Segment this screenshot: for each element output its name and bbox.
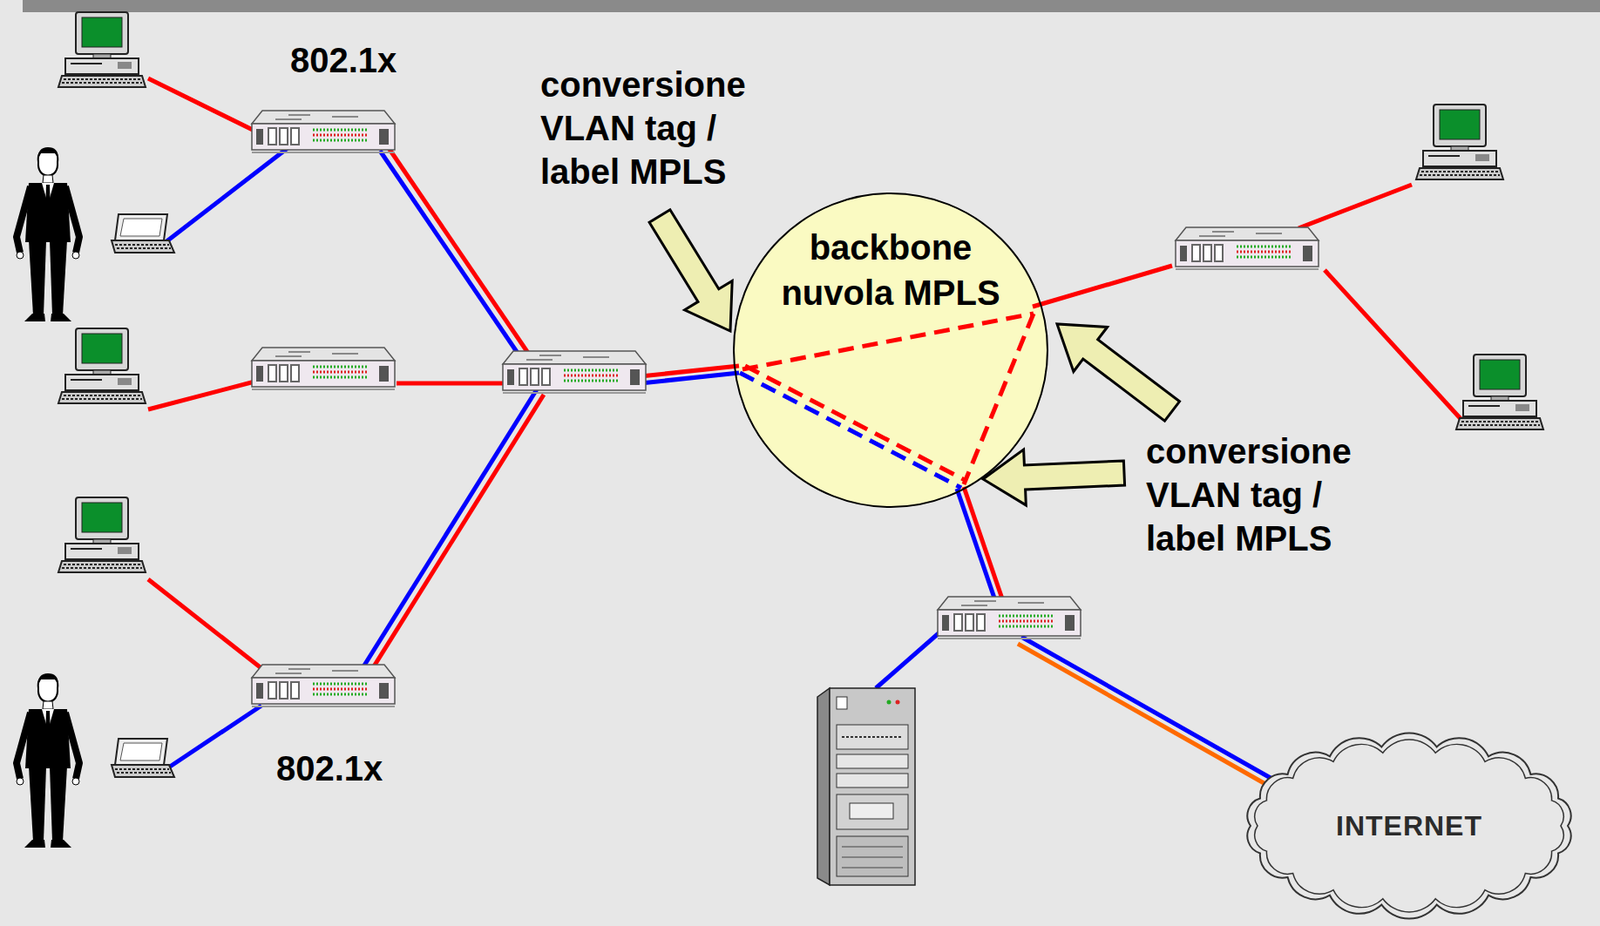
switch-icon [251, 347, 395, 390]
drawing-part [165, 148, 288, 243]
callout-arrows [649, 210, 1180, 506]
switch-icon [1175, 227, 1319, 270]
drawing-part [836, 794, 909, 830]
laptop-icon [111, 214, 175, 253]
switch-icon [502, 351, 646, 394]
drawing-part [841, 867, 903, 869]
person-icon [16, 673, 80, 848]
drawing-part [1021, 637, 1283, 786]
drawing-part [836, 836, 909, 877]
drawing-part [841, 847, 903, 848]
auth-label: 802.1x [276, 746, 383, 791]
drawing-part [836, 754, 909, 769]
drawing-part [956, 488, 999, 611]
drawing-part [379, 150, 529, 369]
conversion-note: conversione VLAN tag / label MPLS [540, 62, 776, 194]
drawing-part [148, 78, 262, 135]
drawing-part [148, 379, 262, 410]
drawing-part [1298, 184, 1412, 229]
switch-icon [251, 664, 395, 707]
mpls-paths [739, 313, 1034, 489]
drawing-part [1324, 270, 1465, 423]
pc-icon [58, 12, 146, 88]
switch-icon [937, 596, 1081, 639]
server-icon [817, 688, 916, 886]
drawing-part [963, 487, 1006, 610]
pc-icon [58, 328, 146, 404]
drawing-part [817, 688, 830, 886]
drawing-part [841, 736, 903, 739]
drawing-part [362, 389, 537, 669]
drawing-part [895, 700, 901, 706]
callout-arrow [649, 210, 733, 332]
switch-icon [251, 110, 395, 153]
auth-label: 802.1x [290, 38, 397, 82]
laptop-icon [111, 738, 175, 778]
drawing-part [849, 803, 894, 820]
wires [148, 78, 1465, 793]
pc-icon [1456, 354, 1544, 430]
person-icon [16, 147, 80, 322]
drawing-part [742, 313, 1034, 370]
drawing-part [887, 700, 892, 706]
drawing-part [745, 366, 967, 482]
backbone-title: backbone nuvola MPLS [764, 224, 1017, 316]
cloud-label: INTERNET [1278, 809, 1540, 843]
drawing-part [739, 372, 962, 489]
drawing-part [841, 857, 903, 859]
drawing-part [640, 372, 739, 384]
drawing-part [836, 697, 848, 710]
internet-cloud: INTERNET [1234, 730, 1584, 923]
backbone-fill [733, 193, 1048, 508]
drawing-part [386, 145, 536, 364]
cloud-border [1247, 732, 1571, 919]
pc-icon [1416, 104, 1504, 180]
cloud-inner-border [1254, 739, 1565, 913]
pc-icon [58, 497, 146, 573]
callout-arrow [1057, 324, 1180, 421]
top-bar [22, 0, 1600, 13]
drawing-part [829, 688, 916, 886]
circle-border [733, 193, 1048, 508]
drawing-part [1017, 644, 1280, 793]
drawing-part [396, 381, 515, 387]
backbone-circle: backbone nuvola MPLS [732, 192, 1049, 509]
drawing-part [836, 773, 909, 788]
drawing-part [836, 725, 909, 750]
drawing-part [148, 579, 271, 676]
conversion-note: conversione VLAN tag / label MPLS [1145, 429, 1382, 561]
drawing-part [1032, 265, 1173, 307]
drawing-part [169, 705, 262, 767]
drawing-part [369, 394, 544, 674]
drawing-part [875, 627, 946, 689]
